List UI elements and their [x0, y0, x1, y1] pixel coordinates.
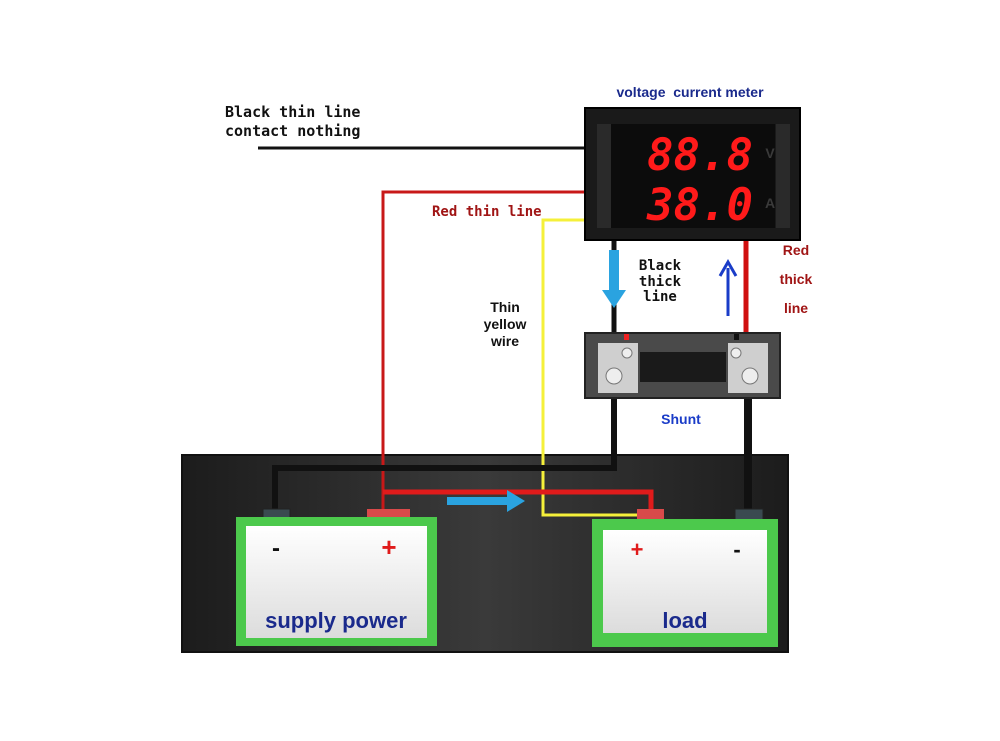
shunt-screw-icon [605, 367, 623, 385]
shunt [584, 332, 781, 399]
voltage-reading: 88.8 [647, 130, 753, 181]
shunt-label: Shunt [661, 411, 701, 427]
thin-yellow-wire-label: Thin [490, 299, 520, 315]
black-thin-line-label: Black thin line [225, 103, 360, 121]
load-positive-sign: + [631, 537, 644, 562]
thin-yellow-wire-label-2: yellow [484, 316, 527, 332]
load-battery: + - load [592, 508, 778, 647]
load-negative-sign: - [733, 537, 740, 562]
load-label: load [662, 608, 707, 633]
supply-negative-sign: - [272, 535, 280, 562]
black-thick-line-label-2: thick [639, 274, 682, 290]
supply-power-battery: - + supply power [236, 508, 437, 646]
black-thin-line-label-2: contact nothing [225, 122, 360, 140]
current-right-arrow-icon [447, 490, 525, 512]
current-up-arrow-icon [718, 258, 738, 316]
load-positive-terminal [637, 509, 664, 521]
red-thin-line-label: Red thin line [432, 204, 542, 220]
voltage-unit: V [765, 145, 775, 161]
voltage-current-meter: voltage current meter 88.8 V 38.0 A [584, 84, 801, 241]
current-unit: A [765, 195, 775, 211]
black-thick-line-label: Black [639, 258, 682, 274]
red-thick-line-label-3: line [784, 300, 808, 316]
yellow-thin-wire [541, 218, 642, 517]
red-thin-wire [381, 190, 590, 512]
thin-yellow-wire-label-3: wire [490, 333, 519, 349]
red-supply-wire [383, 489, 654, 512]
black-thick-line-label-3: line [643, 289, 677, 305]
current-down-arrow-icon [602, 250, 626, 308]
supply-positive-sign: + [381, 532, 396, 562]
supply-power-label: supply power [265, 608, 407, 633]
meter-title: voltage current meter [616, 84, 764, 100]
black-thick-wire-bottom [272, 398, 617, 512]
red-thick-line-label-2: thick [780, 271, 813, 287]
shunt-screw-icon [741, 367, 759, 385]
current-reading: 38.0 [646, 180, 753, 231]
red-thick-line-label: Red [783, 242, 809, 258]
